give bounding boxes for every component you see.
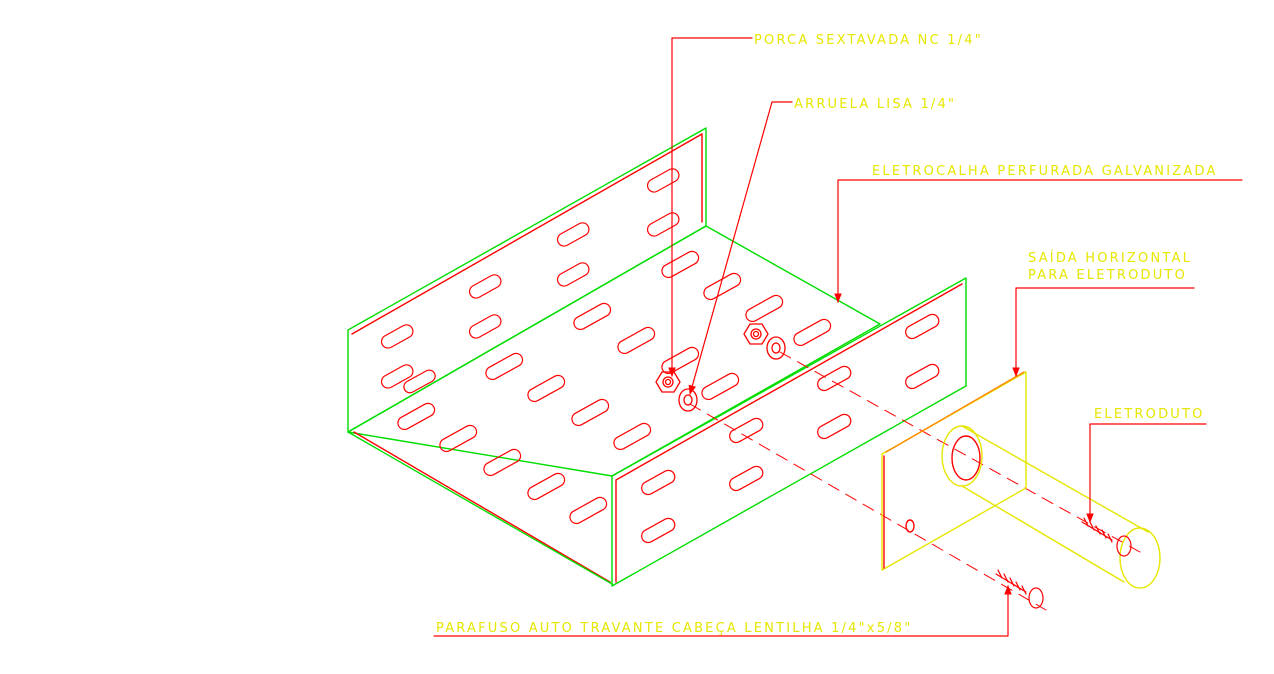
cable-tray	[347, 127, 967, 587]
slot	[483, 448, 522, 477]
plate-hole	[905, 519, 915, 533]
slot	[646, 168, 680, 193]
lens-head-screw	[1081, 517, 1132, 557]
slot	[905, 363, 940, 390]
labels: PORCA SEXTAVADA NC 1/4" ARRUELA LISA 1/4…	[436, 33, 1218, 636]
slot	[380, 324, 414, 349]
slot	[527, 472, 566, 501]
slot	[905, 313, 940, 340]
slot	[403, 369, 436, 394]
label-nut: PORCA SEXTAVADA NC 1/4"	[754, 33, 983, 48]
slot	[701, 372, 740, 401]
outlet-plate	[881, 371, 1027, 571]
leader-screw	[433, 585, 1012, 637]
slot	[661, 250, 700, 279]
leader-nut	[668, 37, 753, 377]
leader-outlet	[1012, 287, 1195, 377]
hex-nut	[655, 371, 681, 393]
tray-front-wall-edge	[615, 283, 963, 583]
flat-washer	[766, 336, 786, 360]
slot	[468, 314, 502, 339]
conduit	[941, 425, 1161, 589]
slot	[729, 465, 764, 492]
slot	[817, 365, 852, 392]
tray-front-wall	[611, 277, 967, 587]
slot	[569, 496, 608, 525]
slot	[527, 374, 566, 403]
label-conduit: ELETRODUTO	[1094, 407, 1205, 422]
slot	[397, 402, 436, 431]
slot	[729, 417, 764, 444]
hex-nut	[743, 323, 769, 345]
slot	[556, 262, 590, 287]
slot	[793, 318, 832, 347]
slot	[646, 212, 680, 237]
slot	[571, 398, 610, 427]
slot	[661, 346, 700, 375]
slot	[556, 222, 590, 247]
slot	[641, 517, 676, 544]
leader-washer	[688, 101, 793, 395]
slot	[617, 326, 656, 355]
slot	[468, 274, 502, 299]
lens-head-screw	[995, 569, 1044, 609]
slot	[745, 294, 784, 323]
slot	[703, 272, 742, 301]
slot	[641, 469, 676, 496]
slot	[439, 424, 478, 453]
slot	[613, 422, 652, 451]
tray-bottom	[347, 225, 881, 477]
tray-bottom-edge	[353, 431, 611, 583]
fasteners	[655, 323, 786, 412]
tray-back-wall-top-edge	[351, 133, 703, 335]
label-outlet-line2: PARA ELETRODUTO	[1028, 268, 1187, 283]
tray-bottom-edge-green	[347, 431, 613, 585]
label-outlet-line1: SAÍDA HORIZONTAL	[1028, 250, 1192, 266]
leader-tray	[834, 179, 1243, 303]
leader-conduit	[1086, 423, 1207, 523]
tray-back-wall	[347, 127, 707, 433]
flat-washer	[678, 388, 698, 412]
label-screw: PARAFUSO AUTO TRAVANTE CABEÇA LENTILHA 1…	[436, 621, 912, 636]
tray-perforations	[380, 168, 940, 544]
slot	[380, 364, 414, 389]
leader-lines	[433, 37, 1243, 637]
slot	[485, 352, 524, 381]
centre-lines	[689, 351, 1141, 611]
label-tray: ELETROCALHA PERFURADA GALVANIZADA	[872, 164, 1218, 179]
label-washer: ARRUELA LISA 1/4"	[794, 97, 956, 112]
slot	[817, 413, 852, 440]
slot	[573, 302, 612, 331]
screws	[995, 517, 1132, 609]
